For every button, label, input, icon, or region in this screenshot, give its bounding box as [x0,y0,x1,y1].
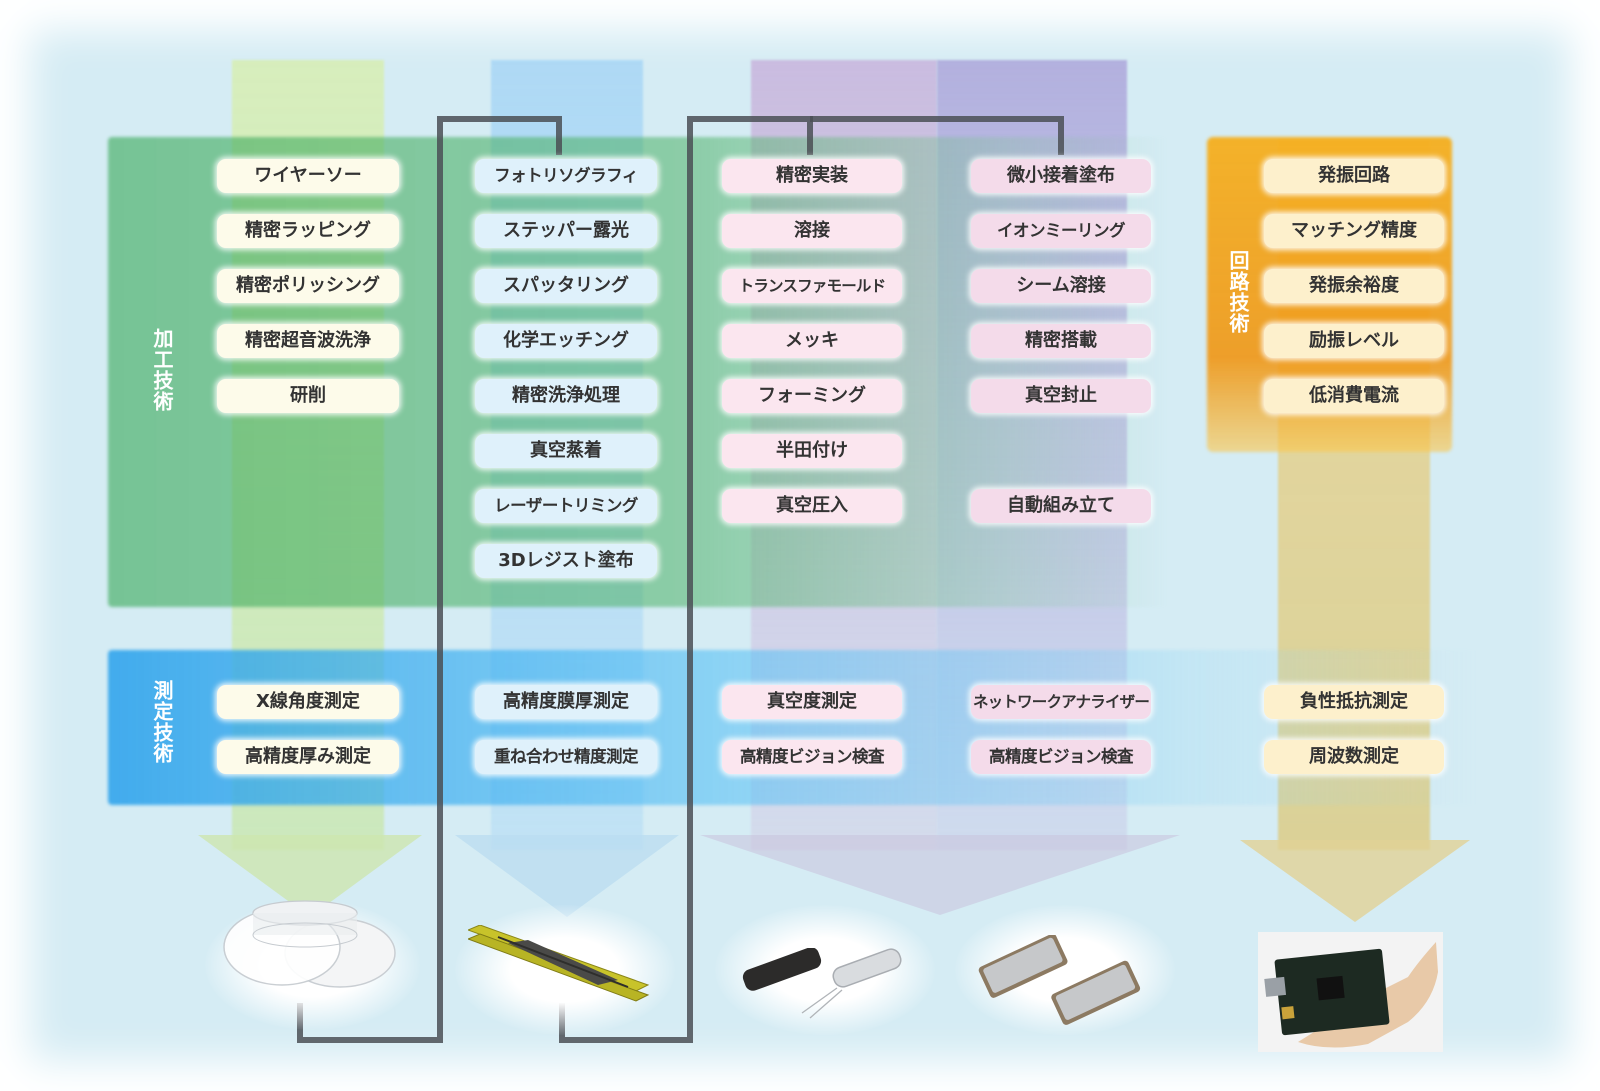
quartz-wafer-icon [223,900,396,988]
process-item: メッキ [722,324,902,358]
arrowhead-2 [455,835,679,917]
process-item: スパッタリング [475,269,657,303]
arrowhead-5 [1240,840,1470,922]
process-item: 精密ポリッシング [217,269,399,303]
measurement-item: 高精度ビジョン検査 [722,740,902,774]
process-item: フォトリソグラフィ [475,159,657,193]
process-item: 精密洗浄処理 [475,379,657,413]
process-item: フォーミング [722,379,902,413]
circuit-item: 発振余裕度 [1264,269,1444,303]
measurement-item: 高精度ビジョン検査 [971,740,1151,774]
measurement-label: 測定技術 [150,680,174,764]
measurement-item: ネットワークアナライザー [971,685,1151,719]
process-item: トランスファモールド [722,269,902,303]
smd-crystal-icon [978,935,1141,1025]
process-item: 真空蒸着 [475,434,657,468]
process-item: ステッパー露光 [475,214,657,248]
circuit-item: マッチング精度 [1264,214,1444,248]
connector-line-1 [297,116,562,1043]
process-item: 精密超音波洗浄 [217,324,399,358]
cylinder-crystal-icon [742,948,902,1019]
measurement-band [108,650,1478,805]
measurement-item: 高精度膜厚測定 [475,685,657,719]
process-item: 微小接着塗布 [971,159,1151,193]
measurement-item: 重ね合わせ精度測定 [475,740,657,774]
process-item: 3Dレジスト塗布 [475,544,657,578]
circuit-board-in-hand-icon [1258,932,1443,1052]
process-item: 化学エッチング [475,324,657,358]
connector-line-2 [559,116,813,1043]
process-item: レーザートリミング [475,489,657,523]
measurement-item: 負性抵抗測定 [1264,685,1444,719]
circuit-item: 発振回路 [1264,159,1444,193]
measurement-item: X線角度測定 [217,685,399,719]
tuning-fork-crystal-icon [468,925,650,1002]
processing-label: 加工技術 [150,328,174,412]
circuit-item: 低消費電流 [1264,379,1444,413]
connector-line-3 [810,116,1064,155]
process-item: 真空圧入 [722,489,902,523]
process-item: 半田付け [722,434,902,468]
circuit-item: 励振レベル [1264,324,1444,358]
process-item: 真空封止 [971,379,1151,413]
process-item: イオンミーリング [971,214,1151,248]
circuit-label: 回路技術 [1226,250,1250,334]
process-item: 研削 [217,379,399,413]
measurement-item: 真空度測定 [722,685,902,719]
measurement-item: 高精度厚み測定 [217,740,399,774]
process-item: 溶接 [722,214,902,248]
process-item: 精密搭載 [971,324,1151,358]
process-item: 精密ラッピング [217,214,399,248]
arrowhead-3 [700,835,1180,915]
process-item: ワイヤーソー [217,159,399,193]
measurement-item: 周波数測定 [1264,740,1444,774]
process-item: 精密実装 [722,159,902,193]
process-item: シーム溶接 [971,269,1151,303]
process-item: 自動組み立て [971,489,1151,523]
